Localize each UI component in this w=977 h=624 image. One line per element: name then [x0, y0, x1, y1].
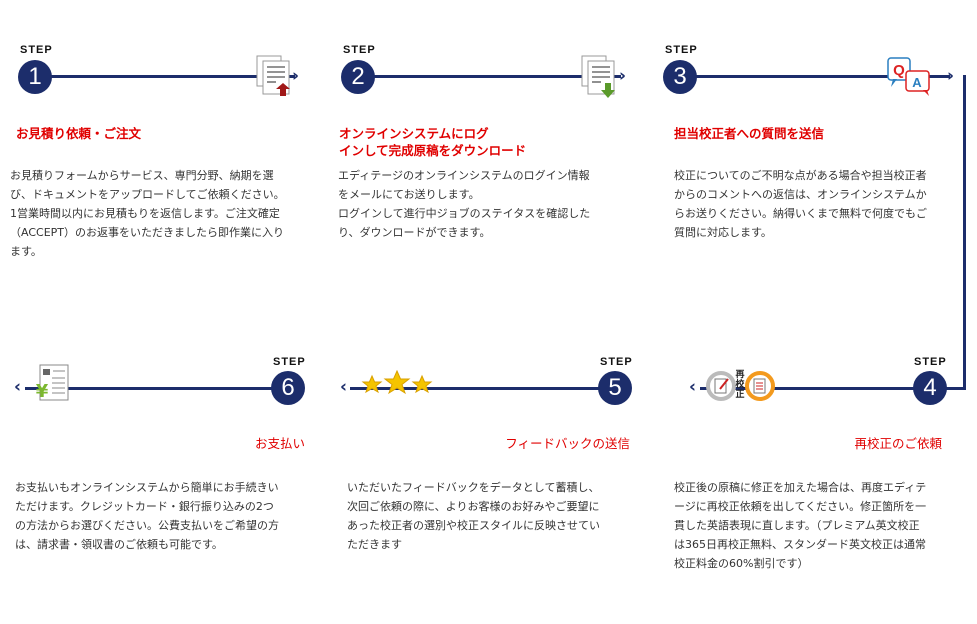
svg-text:Q: Q [893, 62, 905, 79]
text-line: ます。 [10, 245, 42, 258]
flow-line [373, 75, 621, 78]
step-description: エディテージのオンラインシステムのログイン情報 をメールにてお送りします。 ログ… [338, 166, 638, 242]
title-line: オンラインシステムにログ [339, 126, 489, 141]
text-line: お支払いもオンラインシステムから簡単にお手続きい [15, 481, 279, 494]
text-line: あった校正者の選別や校正スタイルに反映させてい [347, 519, 600, 532]
arrow-left-icon: ‹ [14, 377, 22, 397]
flow-line [700, 387, 914, 390]
text-line: お見積りフォームからサービス、専門分野、納期を選 [10, 169, 274, 182]
step-label: STEP [273, 356, 306, 368]
step-label: STEP [600, 356, 633, 368]
arrow-right-icon: › [947, 66, 955, 86]
step-label: STEP [343, 44, 376, 56]
text-line: は、請求書・領収書のご依頼も可能です。 [15, 538, 223, 551]
yen-invoice-icon: ¥ [36, 364, 69, 402]
step-title: 担当校正者への質問を送信 [674, 126, 825, 141]
flow-line [50, 75, 295, 78]
text-line: ただけます。クレジットカード・銀行振り込みの2つ [15, 500, 274, 513]
step-title: フィードバックの送信 [505, 436, 630, 451]
step-number: 4 [913, 371, 947, 405]
step-number: 2 [341, 60, 375, 94]
step-number: 1 [18, 60, 52, 94]
text-line: をメールにてお送りします。 [338, 188, 480, 201]
text-line: 校正料金の60%割引です） [674, 557, 809, 570]
text-line: の方法からお選びください。公費支払いをご希望の方 [15, 519, 279, 532]
step-title: お支払い [254, 436, 305, 451]
text-line: からのコメントへの返信は、オンラインシステムか [674, 188, 927, 201]
text-line: び、ドキュメントをアップロードしてご依頼ください。 [10, 188, 285, 201]
document-download-icon [581, 55, 615, 98]
step-number: 6 [271, 371, 305, 405]
document-upload-icon [256, 55, 290, 96]
title-line: インして完成原稿をダウンロード [339, 143, 527, 158]
text-line: 校正後の原稿に修正を加えた場合は、再度エディテ [674, 481, 927, 494]
step-title: お見積り依頼・ご注文 [16, 126, 142, 141]
text-line: 質問に対応します。 [674, 226, 772, 239]
text-line: 1営業時間以内にお見積もりを返信します。ご注文確定 [10, 207, 280, 220]
text-line: ただきます [347, 538, 402, 551]
text-line: いただいたフィードバックをデータとして蓄積し、 [347, 481, 600, 494]
step-title: 再校正のご依頼 [854, 436, 942, 451]
re-proofread-icon [706, 371, 775, 401]
step-title: オンラインシステムにログ インして完成原稿をダウンロード [339, 125, 526, 159]
flow-line [945, 387, 966, 390]
text-line: ログインして進行中ジョブのステイタスを確認した [338, 207, 591, 220]
svg-text:A: A [912, 75, 922, 90]
arrow-right-icon: › [619, 66, 627, 86]
text-line: エディテージのオンラインシステムのログイン情報 [338, 169, 590, 182]
text-line: 校正についてのご不明な点がある場合や担当校正者 [674, 169, 927, 182]
step-description: お見積りフォームからサービス、専門分野、納期を選 び、ドキュメントをアップロード… [10, 166, 310, 261]
text-line: は365日再校正無料、スタンダード英文校正は通常 [674, 538, 926, 551]
flow-line [350, 387, 599, 390]
step-number: 3 [663, 60, 697, 94]
text-line: らお送りください。納得いくまで無料で何度でもご [674, 207, 927, 220]
step-number: 5 [598, 371, 632, 405]
arrow-left-icon: ‹ [689, 377, 697, 397]
three-stars-icon [361, 370, 433, 395]
text-line: （ACCEPT）のお返事をいただきましたら即作業に入り [10, 226, 284, 239]
step-label: STEP [20, 44, 53, 56]
step-label: STEP [665, 44, 698, 56]
step-description: お支払いもオンラインシステムから簡単にお手続きい ただけます。クレジットカード・… [15, 478, 315, 554]
arrow-left-icon: ‹ [340, 377, 348, 397]
step-description: 校正後の原稿に修正を加えた場合は、再度エディテ ージに再校正依頼を出してください… [674, 478, 964, 573]
text-line: ージに再校正依頼を出してください。修正箇所を一 [674, 500, 927, 513]
flow-line [695, 75, 950, 78]
re-proofread-icon-label: 再校正 [735, 370, 745, 400]
arrow-right-icon: › [292, 66, 300, 86]
text-line: り、ダウンロードができます。 [338, 226, 491, 239]
step-description: いただいたフィードバックをデータとして蓄積し、 次回ご依頼の際に、よりお客様のお… [347, 478, 647, 554]
qa-bubble-icon: Q A [887, 57, 930, 96]
svg-text:¥: ¥ [36, 381, 49, 402]
step-description: 校正についてのご不明な点がある場合や担当校正者 からのコメントへの返信は、オンラ… [674, 166, 974, 242]
text-line: 次回ご依頼の際に、よりお客様のお好みやご要望に [347, 500, 600, 513]
text-line: 貫した英語表現に直します。（プレミアム英文校正 [674, 519, 920, 532]
step-label: STEP [914, 356, 947, 368]
flow-line [25, 387, 272, 390]
flow-line-vertical [963, 75, 966, 390]
